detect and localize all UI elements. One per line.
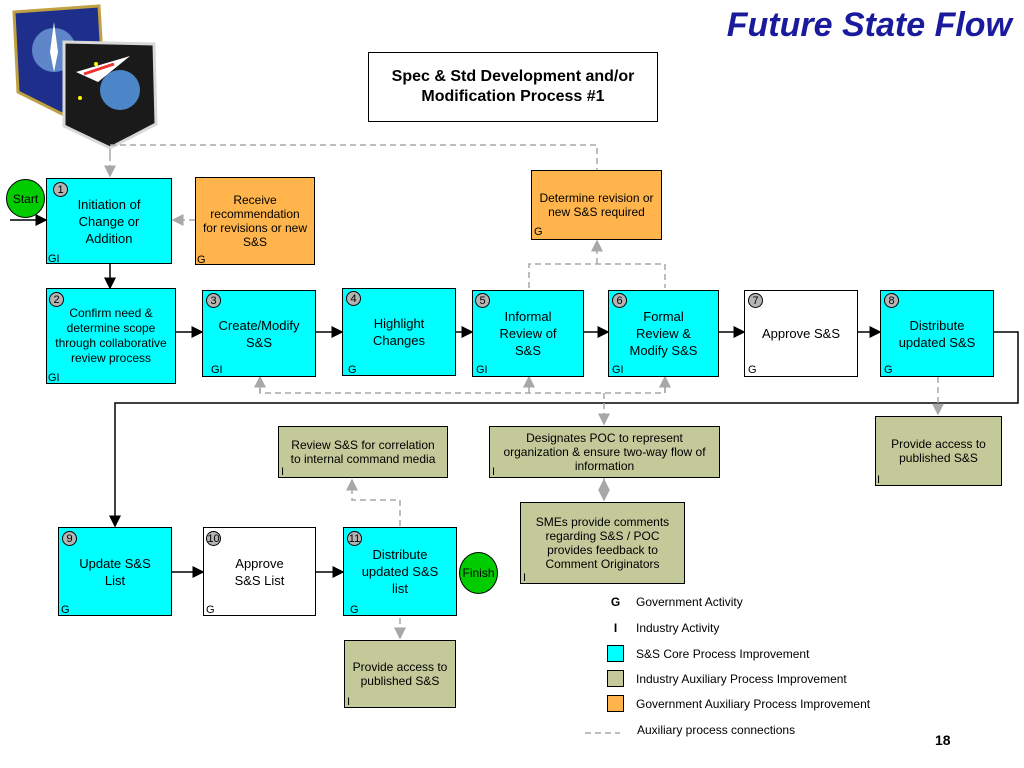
smes-feedback-text: SMEs provide comments regarding S&S / PO… bbox=[535, 515, 670, 571]
provide-access-right-tag: I bbox=[877, 474, 881, 486]
determine-tag: G bbox=[534, 226, 543, 238]
finish-node: Finish bbox=[459, 552, 498, 594]
step-5-text: Informal Review of S&S bbox=[499, 309, 557, 358]
step-11-tag: G bbox=[350, 604, 359, 616]
legend-gov-aux: Government Auxiliary Process Improvement bbox=[607, 695, 870, 712]
step-7-number: 7 bbox=[748, 293, 763, 308]
step-3-tag: GI bbox=[211, 364, 223, 376]
legend-gov-aux-swatch bbox=[607, 695, 624, 712]
step-2-text: Confirm need & determine scope through c… bbox=[55, 306, 167, 365]
step-8-tag: G bbox=[884, 364, 893, 376]
step-4-text: Highlight Changes bbox=[372, 316, 426, 348]
step-10-tag: G bbox=[206, 604, 215, 616]
step-9-tag: G bbox=[61, 604, 70, 616]
step-11-number: 11 bbox=[347, 531, 362, 546]
step-4-tag: G bbox=[348, 364, 357, 376]
legend-g-text: Government Activity bbox=[636, 595, 743, 609]
legend-industry-aux-text: Industry Auxiliary Process Improvement bbox=[636, 671, 847, 686]
provide-access-right-box: Provide access to published S&S bbox=[875, 416, 1002, 486]
review-correlation-text: Review S&S for correlation to internal c… bbox=[290, 438, 436, 466]
step-6-number: 6 bbox=[612, 293, 627, 308]
step-9-number: 9 bbox=[62, 531, 77, 546]
start-node: Start bbox=[6, 179, 45, 218]
smes-feedback-box: SMEs provide comments regarding S&S / PO… bbox=[520, 502, 685, 584]
page-title: Future State Flow bbox=[726, 6, 1012, 44]
air-force-space-command-logo bbox=[12, 4, 158, 150]
step-4-box: Highlight Changes bbox=[342, 288, 456, 376]
receive-tag: G bbox=[197, 254, 206, 266]
step-3-number: 3 bbox=[206, 293, 221, 308]
step-1-text: Initiation of Change or Addition bbox=[77, 196, 141, 246]
page-number: 18 bbox=[935, 732, 951, 748]
step-3-box: Create/Modify S&S bbox=[202, 290, 316, 377]
legend-gov-aux-text: Government Auxiliary Process Improvement bbox=[636, 696, 871, 711]
step-6-text: Formal Review & Modify S&S bbox=[629, 309, 698, 358]
legend-i-letter: I bbox=[613, 621, 618, 635]
step-1-tag: GI bbox=[48, 253, 60, 265]
legend-core-swatch bbox=[607, 645, 624, 662]
step-8-box: Distribute updated S&S bbox=[880, 290, 994, 377]
designate-poc-text: Designates POC to represent organization… bbox=[503, 431, 706, 473]
legend-i-text: Industry Activity bbox=[636, 621, 720, 635]
step-2-box: Confirm need & determine scope through c… bbox=[46, 288, 176, 384]
legend-industry: I Industry Activity bbox=[607, 621, 720, 635]
step-5-number: 5 bbox=[475, 293, 490, 308]
step-5-tag: GI bbox=[476, 364, 488, 376]
step-10-number: 10 bbox=[206, 531, 221, 546]
step-7-text: Approve S&S bbox=[761, 326, 841, 341]
legend-core-text: S&S Core Process Improvement bbox=[636, 646, 810, 661]
step-8-number: 8 bbox=[884, 293, 899, 308]
provide-access-bottom-text: Provide access to published S&S bbox=[352, 660, 448, 688]
step-9-text: Update S&S List bbox=[79, 555, 151, 588]
provide-access-bottom-tag: I bbox=[347, 696, 351, 708]
review-correlation-box: Review S&S for correlation to internal c… bbox=[278, 426, 448, 478]
step-11-text: Distribute updated S&S list bbox=[361, 547, 439, 596]
step-1-number: 1 bbox=[53, 182, 68, 197]
step-8-text: Distribute updated S&S bbox=[898, 317, 976, 350]
process-header: Spec & Std Development and/or Modificati… bbox=[368, 52, 658, 122]
smes-tag: I bbox=[523, 572, 527, 584]
legend-connections-text: Auxiliary process connections bbox=[637, 723, 796, 737]
designate-poc-box: Designates POC to represent organization… bbox=[489, 426, 720, 478]
legend-government: G Government Activity bbox=[607, 595, 743, 609]
receive-recommendation-text: Receive recommendation for revisions or … bbox=[202, 193, 308, 249]
step-7-box: Approve S&S bbox=[744, 290, 858, 377]
step-9-box: Update S&S List bbox=[58, 527, 172, 616]
step-2-number: 2 bbox=[49, 292, 64, 307]
determine-revision-text: Determine revision or new S&S required bbox=[539, 191, 654, 219]
step-7-tag: G bbox=[748, 364, 757, 376]
provide-access-right-text: Provide access to published S&S bbox=[891, 437, 986, 465]
step-10-box: Approve S&S List bbox=[203, 527, 316, 616]
step-10-text: Approve S&S List bbox=[234, 555, 285, 588]
legend-g-letter: G bbox=[610, 595, 621, 609]
step-3-text: Create/Modify S&S bbox=[218, 317, 300, 350]
step-2-tag: GI bbox=[48, 372, 60, 384]
legend-core: S&S Core Process Improvement bbox=[607, 645, 809, 662]
step-6-box: Formal Review & Modify S&S bbox=[608, 290, 719, 377]
determine-revision-box: Determine revision or new S&S required bbox=[531, 170, 662, 240]
designate-tag: I bbox=[492, 466, 496, 478]
review-tag: I bbox=[281, 466, 285, 478]
step-4-number: 4 bbox=[346, 291, 361, 306]
step-11-box: Distribute updated S&S list bbox=[343, 527, 457, 616]
step-6-tag: GI bbox=[612, 364, 624, 376]
provide-access-bottom-box: Provide access to published S&S bbox=[344, 640, 456, 708]
legend-industry-aux: Industry Auxiliary Process Improvement bbox=[607, 670, 847, 687]
receive-recommendation-box: Receive recommendation for revisions or … bbox=[195, 177, 315, 265]
step-5-box: Informal Review of S&S bbox=[472, 290, 584, 377]
legend-industry-aux-swatch bbox=[607, 670, 624, 687]
legend-connections: Auxiliary process connections bbox=[637, 723, 795, 737]
